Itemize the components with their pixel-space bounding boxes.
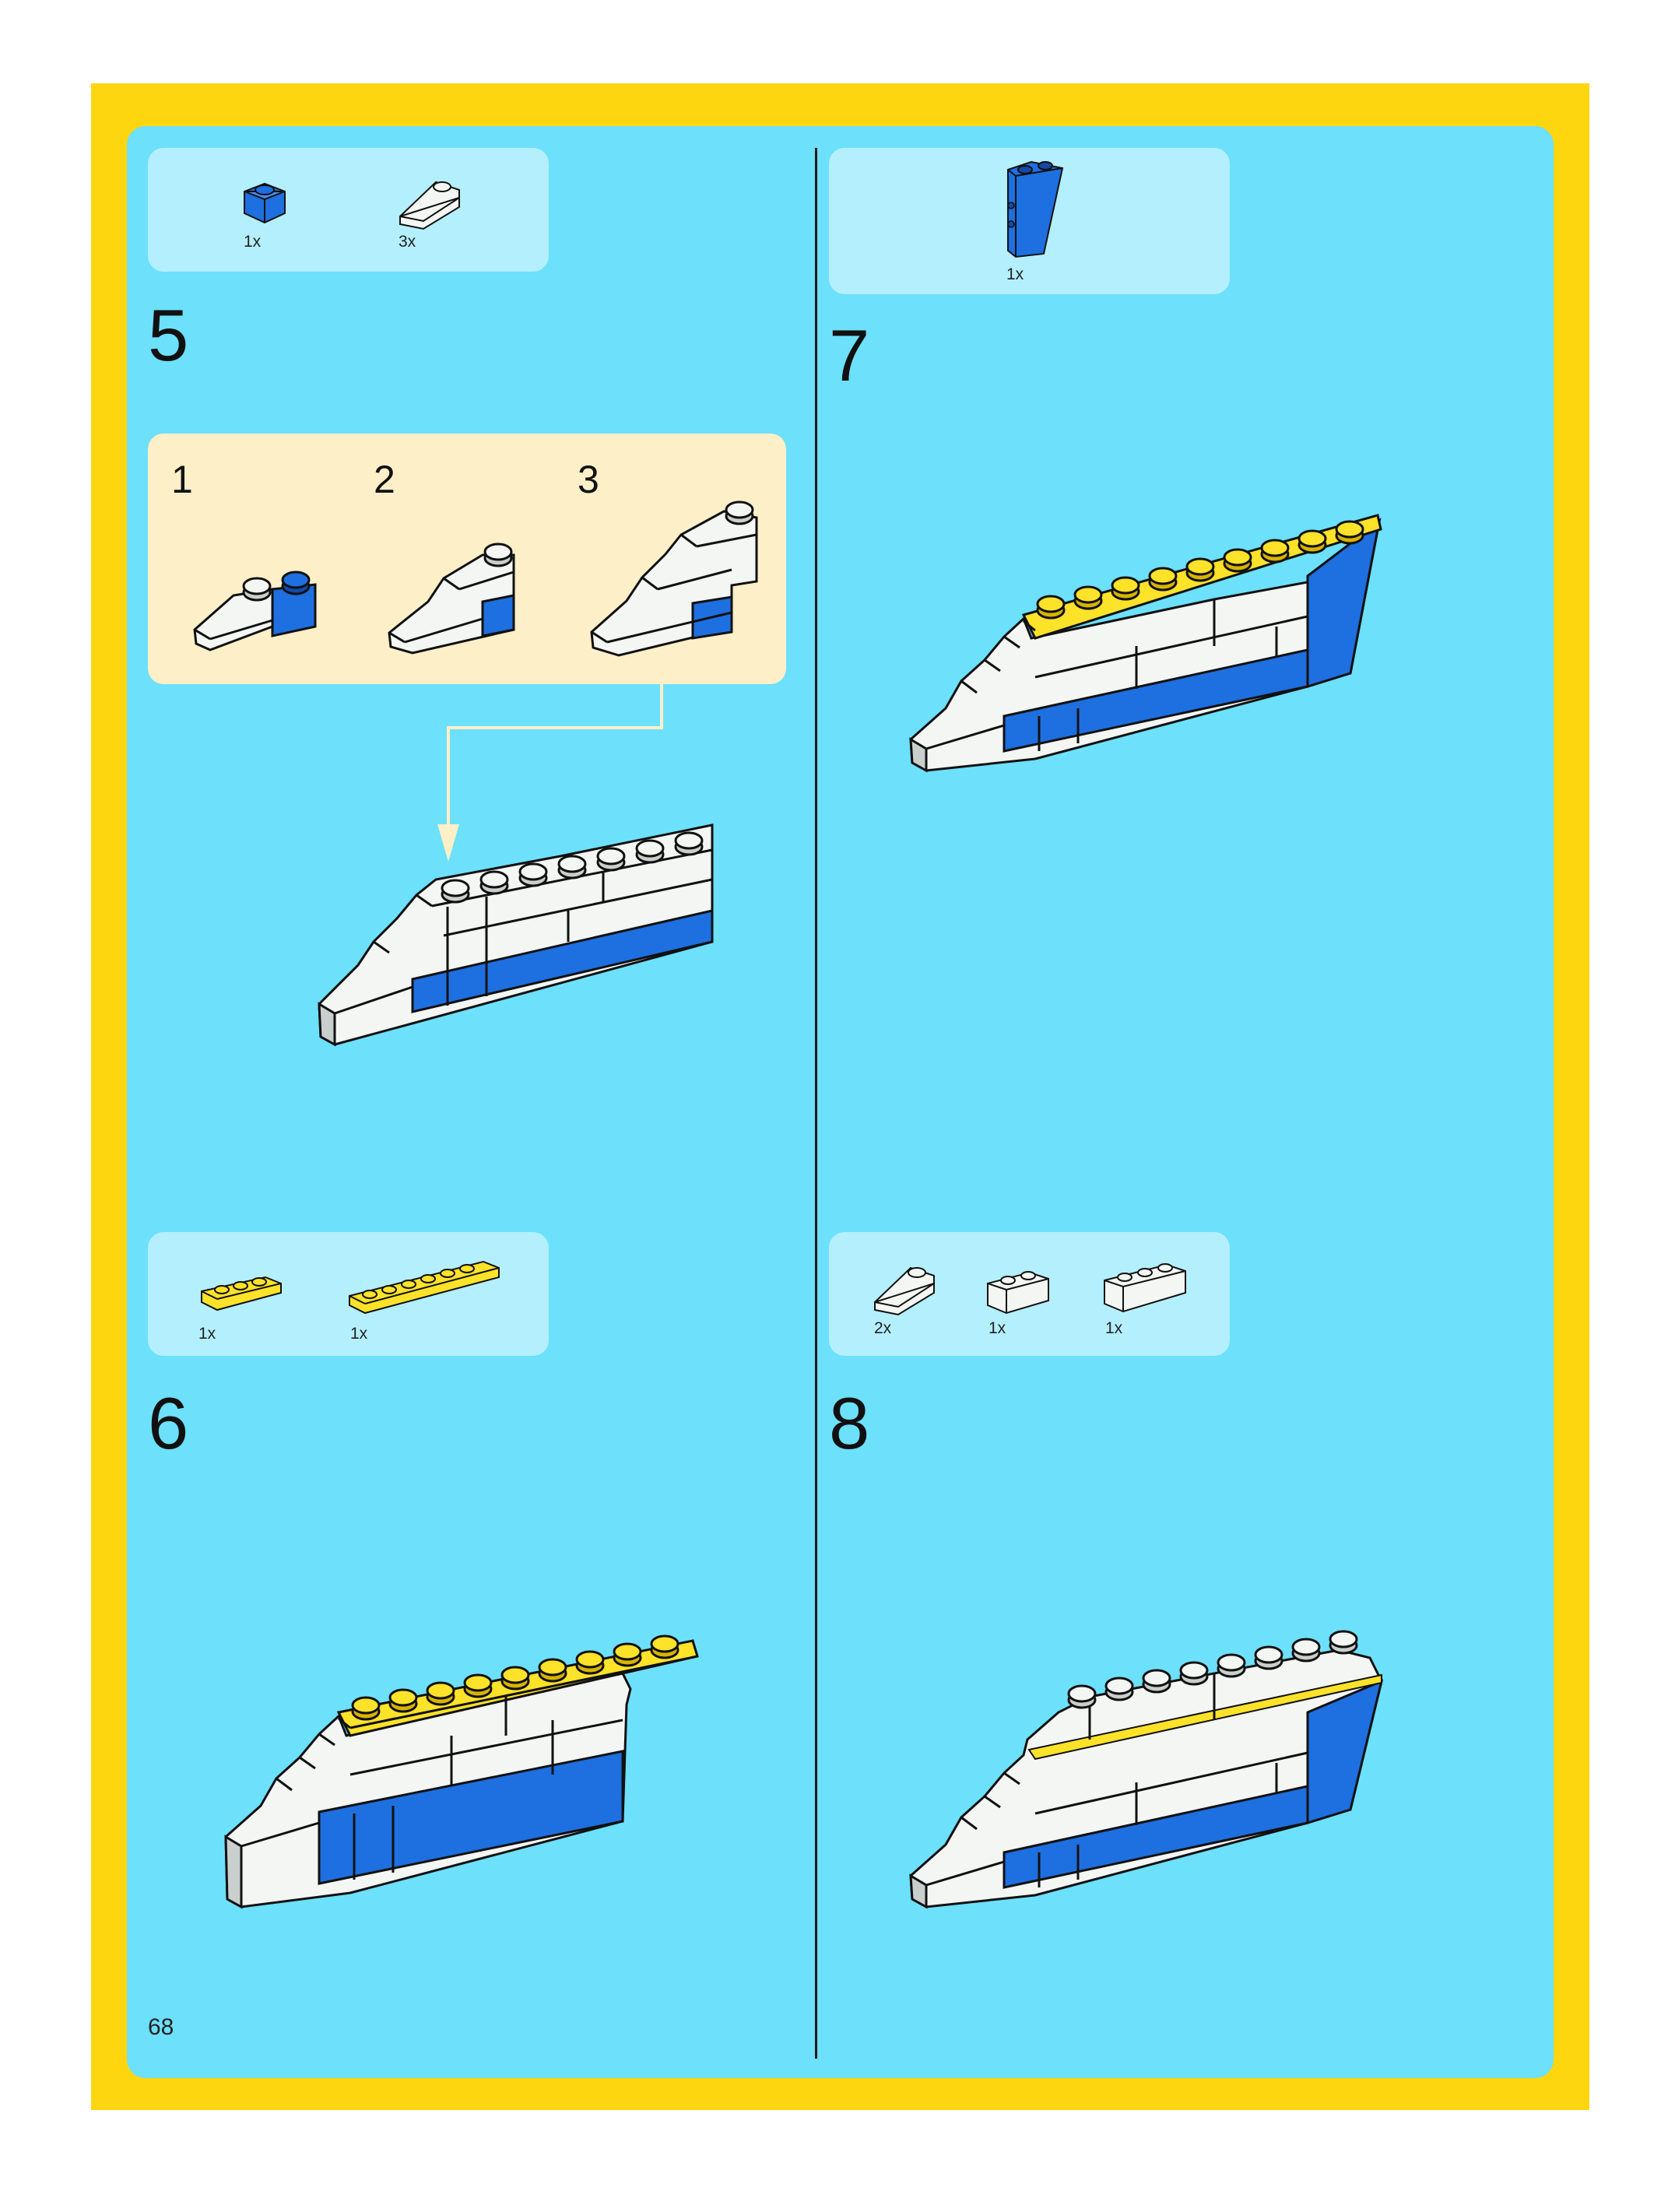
step-6-parts-box: 1x 1x	[148, 1232, 549, 1356]
step-7-model	[909, 514, 1382, 773]
part-quantity: 2x	[874, 1319, 892, 1337]
callout-arrow	[437, 684, 663, 862]
substep-number: 2	[374, 458, 395, 501]
column-divider	[815, 148, 817, 2059]
substep-3-model	[590, 500, 758, 657]
step-number: 7	[829, 314, 870, 396]
white-slope-1x2-icon	[874, 1266, 935, 1316]
substep-number: 3	[578, 458, 599, 501]
step-number: 8	[829, 1382, 870, 1464]
step-5-model	[318, 823, 714, 1047]
part-quantity: 3x	[399, 233, 416, 251]
blue-1x1-brick-icon	[244, 182, 286, 224]
part-quantity: 1x	[350, 1325, 368, 1343]
part-quantity: 1x	[988, 1319, 1006, 1337]
white-brick-1x3-icon	[1104, 1263, 1186, 1313]
substep-2-model	[388, 542, 515, 655]
blue-inverted-slope-icon	[1007, 160, 1064, 258]
white-brick-1x2-icon	[987, 1271, 1049, 1315]
yellow-plate-1x6-icon	[349, 1260, 500, 1315]
part-quantity: 1x	[1105, 1319, 1123, 1337]
part-quantity: 1x	[1006, 265, 1024, 283]
step-number: 6	[148, 1382, 189, 1464]
part-quantity: 1x	[244, 233, 262, 251]
step-number: 5	[148, 294, 189, 376]
page-number: 68	[148, 2014, 174, 2040]
white-slope-1x2-icon	[399, 181, 460, 230]
substep-number: 1	[171, 458, 193, 501]
step-8-parts-box: 2x 1x 1x	[829, 1232, 1230, 1356]
part-quantity: 1x	[198, 1325, 216, 1343]
step-8-model	[909, 1630, 1384, 1909]
substep-box: 1 2 3	[148, 434, 786, 684]
yellow-plate-1x3-icon	[201, 1276, 282, 1311]
substep-1-model	[193, 571, 317, 651]
step-6-model	[224, 1634, 699, 1909]
step-5-parts-box: 1x 3x	[148, 148, 549, 272]
step-7-parts-box: 1x	[829, 148, 1230, 294]
